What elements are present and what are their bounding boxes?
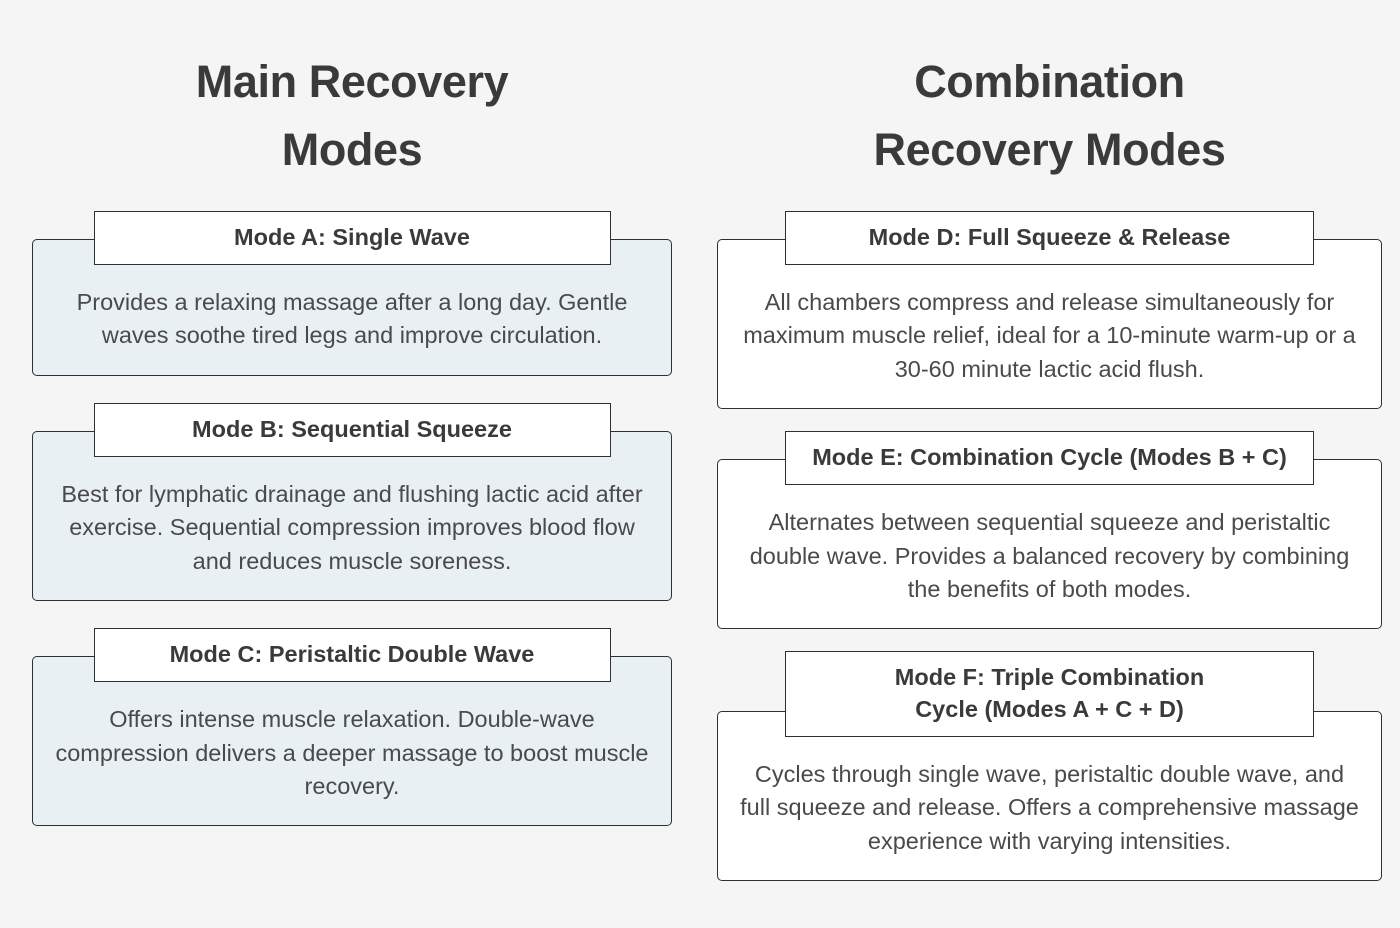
card-mode-d: Mode D: Full Squeeze & Release All chamb… xyxy=(717,210,1382,410)
card-mode-b: Mode B: Sequential Squeeze Best for lymp… xyxy=(32,402,672,602)
card-mode-a: Mode A: Single Wave Provides a relaxing … xyxy=(32,210,672,376)
card-title-mode-b: Mode B: Sequential Squeeze xyxy=(93,402,611,457)
card-mode-e: Mode E: Combination Cycle (Modes B + C) … xyxy=(717,431,1382,630)
card-title-mode-a: Mode A: Single Wave xyxy=(93,210,611,266)
column-combination-recovery-modes: Combination Recovery Modes Mode D: Full … xyxy=(700,0,1400,928)
card-mode-c: Mode C: Peristaltic Double Wave Offers i… xyxy=(32,628,672,827)
column-heading-combination-recovery-modes: Combination Recovery Modes xyxy=(873,56,1226,176)
column-main-recovery-modes: Main Recovery Modes Mode A: Single Wave … xyxy=(32,56,672,827)
card-title-mode-f: Mode F: Triple Combination Cycle (Modes … xyxy=(785,651,1314,737)
card-description-mode-f: Cycles through single wave, peristaltic … xyxy=(717,710,1382,882)
card-description-mode-c: Offers intense muscle relaxation. Double… xyxy=(32,656,672,827)
card-list-combination-recovery-modes: Mode D: Full Squeeze & Release All chamb… xyxy=(717,210,1382,882)
card-title-mode-c: Mode C: Peristaltic Double Wave xyxy=(93,628,611,683)
card-title-mode-e: Mode E: Combination Cycle (Modes B + C) xyxy=(785,431,1314,486)
column-heading-main-recovery-modes: Main Recovery Modes xyxy=(195,56,509,176)
card-description-mode-d: All chambers compress and release simult… xyxy=(717,239,1382,410)
card-mode-f: Mode F: Triple Combination Cycle (Modes … xyxy=(717,651,1382,882)
card-list-main-recovery-modes: Mode A: Single Wave Provides a relaxing … xyxy=(32,210,672,827)
card-title-mode-d: Mode D: Full Squeeze & Release xyxy=(785,210,1314,266)
card-description-mode-e: Alternates between sequential squeeze an… xyxy=(717,459,1382,630)
